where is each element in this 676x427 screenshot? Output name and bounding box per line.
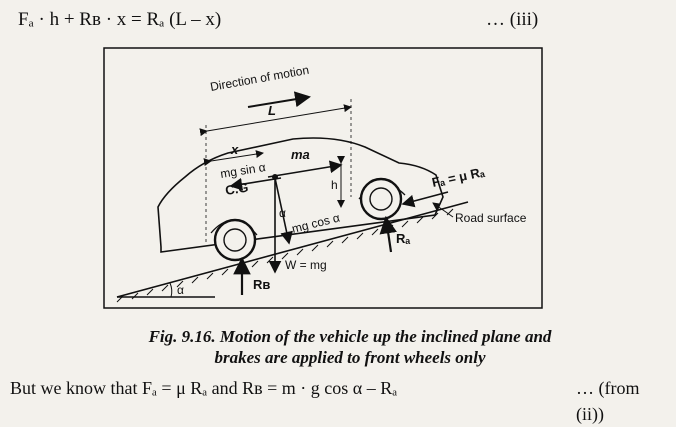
label-alpha-small: α bbox=[279, 206, 286, 220]
arrow-ma bbox=[267, 160, 343, 178]
cg-point bbox=[272, 174, 278, 180]
equation-ref: … (iii) bbox=[486, 9, 539, 30]
alpha-arc bbox=[169, 282, 173, 298]
label-FA: Fₐ = μ Rₐ bbox=[431, 164, 487, 190]
label-RA: Rₐ bbox=[396, 231, 410, 246]
caption-line-2: brakes are applied to front wheels only bbox=[214, 348, 486, 367]
caption-line-1: Fig. 9.16. Motion of the vehicle up the … bbox=[148, 327, 552, 346]
car-body bbox=[157, 137, 444, 253]
label-x: x bbox=[230, 142, 239, 157]
bottom-equation-line: But we know that Fₐ = μ Rₐ and Rʙ = m · … bbox=[10, 375, 670, 424]
front-wheel-hub bbox=[369, 187, 393, 211]
figure-caption: Fig. 9.16. Motion of the vehicle up the … bbox=[60, 326, 640, 368]
alpha-label: α bbox=[177, 283, 184, 297]
direction-arrow bbox=[247, 91, 311, 108]
vehicle-incline-figure: Direction of motion bbox=[103, 47, 543, 309]
label-h: h bbox=[331, 178, 338, 192]
dimension-L bbox=[199, 104, 352, 137]
label-RB: Rʙ bbox=[253, 277, 270, 292]
road-line bbox=[116, 201, 469, 298]
road-surface-pointer bbox=[432, 202, 454, 218]
rear-wheel-hub bbox=[223, 228, 247, 252]
bottom-ref: … (from (ii)) bbox=[576, 378, 640, 424]
front-wheel bbox=[359, 177, 403, 221]
rear-wheel bbox=[213, 218, 257, 262]
arrow-RA bbox=[379, 215, 397, 253]
arrow-mg-cos bbox=[274, 177, 293, 245]
label-road: Road surface bbox=[455, 211, 527, 225]
equation-text: Fₐ · h + Rʙ · x = Rₐ (L – x) bbox=[18, 9, 222, 30]
figure-svg: Direction of motion bbox=[103, 47, 543, 309]
label-cg: C.G bbox=[224, 180, 249, 198]
arrow-mg-sin bbox=[229, 177, 282, 191]
label-L: L bbox=[268, 103, 276, 118]
equation-iii: Fₐ · h + Rʙ · x = Rₐ (L – x) … (iii) bbox=[18, 6, 658, 34]
dimension-x bbox=[203, 150, 264, 167]
figure-frame bbox=[103, 47, 543, 309]
label-mg-cos: mg cos α bbox=[290, 210, 341, 235]
direction-label: Direction of motion bbox=[209, 63, 310, 94]
label-mg-sin: mg sin α bbox=[219, 160, 266, 181]
label-ma: ma bbox=[291, 147, 310, 162]
label-W: W = mg bbox=[285, 258, 327, 272]
bottom-text: But we know that Fₐ = μ Rₐ and Rʙ = m · … bbox=[10, 378, 398, 398]
arrow-FA bbox=[401, 191, 449, 208]
